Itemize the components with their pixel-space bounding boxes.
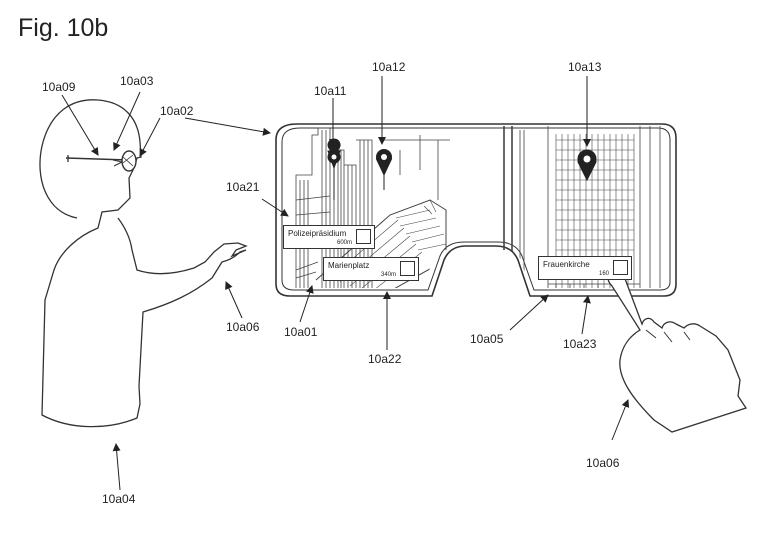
poi-card-frauenkirche[interactable]: Frauenkirche 160 (538, 256, 632, 280)
ref-label: 10a06 (586, 456, 620, 470)
ref-label: 10a01 (284, 325, 318, 339)
map-pin-icon (375, 149, 393, 190)
poi-distance: 160 (598, 271, 609, 277)
ref-label: 10a05 (470, 332, 504, 346)
ref-label: 10a21 (226, 180, 260, 194)
poi-select-box[interactable] (356, 229, 371, 244)
figure-title: Fig. 10b (18, 14, 109, 42)
ref-label: 10a12 (372, 60, 406, 74)
ref-label: 10a04 (102, 492, 136, 506)
ref-label: 10a02 (160, 104, 194, 118)
user-figure (39, 99, 248, 428)
poi-name: Polizeipräsidium (288, 229, 347, 238)
ref-label: 10a06 (226, 320, 260, 334)
ref-label: 10a11 (314, 84, 347, 98)
ref-label: 10a09 (42, 80, 76, 94)
poi-card-polizeiprasidium[interactable]: Polizeipräsidium 600m (283, 225, 375, 249)
poi-distance: 600m (336, 240, 352, 246)
poi-select-box[interactable] (613, 260, 628, 275)
ref-label: 10a03 (120, 74, 154, 88)
right-lens-scene (503, 126, 661, 288)
poi-name: Marienplatz (328, 261, 370, 270)
ref-label: 10a13 (568, 60, 602, 74)
map-pin-icon (577, 149, 597, 182)
poi-select-box[interactable] (400, 261, 415, 276)
poi-name: Frauenkirche (543, 260, 590, 269)
pointing-hand-icon (606, 264, 748, 433)
ref-label: 10a22 (368, 352, 402, 366)
poi-distance: 340m (380, 272, 396, 278)
ref-label: 10a23 (563, 337, 597, 351)
poi-card-marienplatz[interactable]: Marienplatz 340m (323, 257, 419, 281)
display-frame (275, 123, 677, 297)
